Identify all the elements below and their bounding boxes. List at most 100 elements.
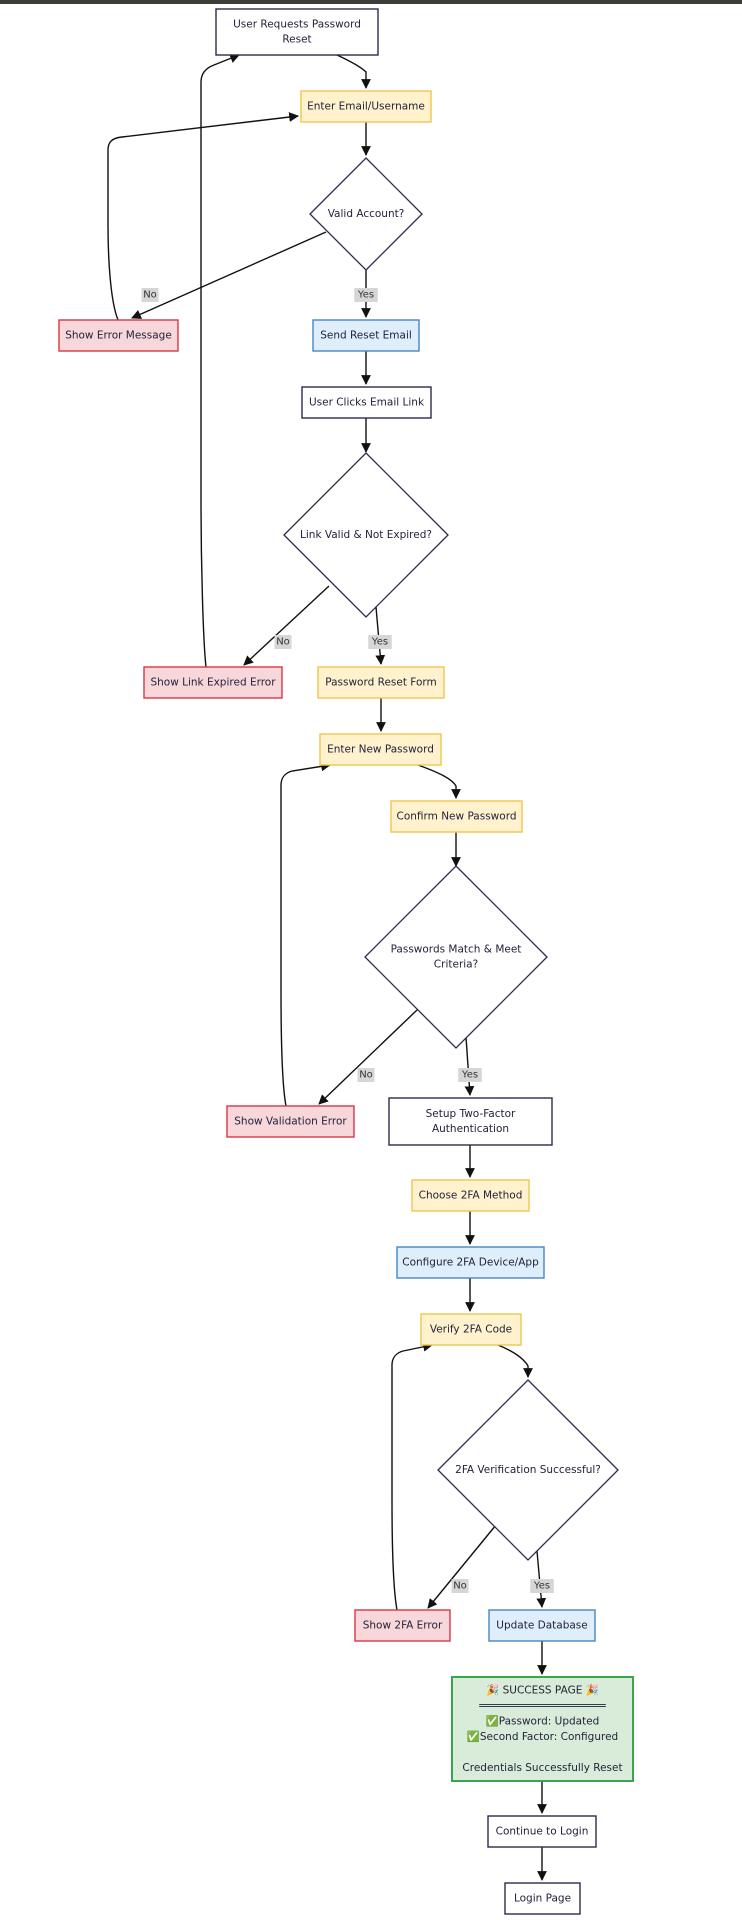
node-clicks-link: User Clicks Email Link — [301, 386, 432, 419]
node-shape — [312, 319, 420, 352]
node-link-expired: Show Link Expired Error — [143, 666, 283, 699]
node-label: ════════════════════ — [478, 1700, 606, 1712]
node-shape — [58, 319, 179, 352]
node-error-2fa: Show 2FA Error — [354, 1609, 451, 1642]
node-show-error: Show Error Message — [58, 319, 179, 352]
svg-text:No: No — [143, 290, 157, 301]
node-valid-account: Valid Account? — [309, 157, 423, 271]
node-shape — [420, 1313, 522, 1346]
node-update-db: Update Database — [488, 1609, 596, 1642]
node-label: Show Error Message — [65, 330, 172, 342]
node-label: Send Reset Email — [320, 330, 412, 342]
edge-label-no-link: No — [274, 635, 292, 649]
node-shape — [504, 1882, 581, 1915]
edge-label-yes-passwords: Yes — [458, 1068, 482, 1082]
edge-link-expired-to-request — [200, 53, 240, 668]
node-confirm-password: Confirm New Password — [390, 800, 523, 833]
node-continue-login: Continue to Login — [487, 1815, 597, 1848]
svg-text:Yes: Yes — [533, 1581, 550, 1592]
node-shape — [317, 666, 445, 699]
node-choose-2fa: Choose 2FA Method — [411, 1179, 530, 1212]
node-label: 2FA Verification Successful? — [455, 1464, 601, 1476]
edge-label-yes-link: Yes — [368, 635, 392, 649]
edge-verification-no — [427, 1524, 497, 1609]
node-send-email: Send Reset Email — [312, 319, 420, 352]
node-label: Enter Email/Username — [307, 101, 425, 113]
node-enter-password: Enter New Password — [319, 733, 442, 766]
node-shape — [487, 1815, 597, 1848]
node-shape — [226, 1105, 355, 1138]
node-enter-email: Enter Email/Username — [300, 90, 432, 123]
node-login-page: Login Page — [504, 1882, 581, 1915]
decision-shape — [437, 1379, 619, 1561]
node-label: Setup Two-Factor — [426, 1108, 516, 1120]
node-shape — [301, 386, 432, 419]
edge-enter-password-to-confirm — [417, 764, 461, 799]
node-label: Confirm New Password — [396, 811, 516, 823]
edge-verify-to-verification-ok — [497, 1344, 533, 1378]
node-label: Continue to Login — [496, 1826, 589, 1838]
node-label: Criteria? — [434, 959, 478, 971]
node-validation-error: Show Validation Error — [226, 1105, 355, 1138]
node-shape — [143, 666, 283, 699]
node-shape — [411, 1179, 530, 1212]
node-label: User Clicks Email Link — [309, 397, 425, 409]
node-shape — [388, 1097, 553, 1146]
node-configure-2fa: Configure 2FA Device/App — [396, 1246, 545, 1279]
svg-text:Yes: Yes — [371, 637, 388, 648]
node-label: Authentication — [432, 1123, 509, 1135]
node-shape — [319, 733, 442, 766]
node-label: Reset — [282, 34, 311, 46]
edge-request-to-enter-email — [336, 54, 371, 89]
node-label: Login Page — [514, 1893, 571, 1905]
edge-link-valid-no — [243, 585, 330, 666]
decision-shape — [364, 865, 548, 1049]
node-label: Valid Account? — [328, 208, 405, 220]
edge-valid-account-no — [131, 231, 327, 319]
edge-validation-error-to-enter-password — [280, 761, 331, 1107]
node-label: Credentials Successfully Reset — [462, 1762, 622, 1774]
node-label: ✅Second Factor: Configured — [467, 1730, 618, 1743]
svg-text:No: No — [359, 1070, 373, 1081]
node-label: Enter New Password — [327, 744, 434, 756]
edge-label-no-account: No — [141, 288, 159, 302]
node-label: User Requests Password — [233, 19, 361, 31]
edge-label-no-2fa: No — [451, 1579, 469, 1593]
node-label: Configure 2FA Device/App — [402, 1257, 539, 1269]
node-label: Show 2FA Error — [363, 1620, 443, 1632]
decision-shape — [283, 452, 449, 618]
decision-shape — [309, 157, 423, 271]
node-verify-code: Verify 2FA Code — [420, 1313, 522, 1346]
node-label: 🎉 SUCCESS PAGE 🎉 — [486, 1683, 599, 1696]
node-shape — [396, 1246, 545, 1279]
node-label: Show Link Expired Error — [150, 677, 276, 689]
node-shape — [488, 1609, 596, 1642]
edge-label-yes-2fa: Yes — [530, 1579, 554, 1593]
node-label: Password Reset Form — [325, 677, 437, 689]
node-shape — [300, 90, 432, 123]
node-reset-form: Password Reset Form — [317, 666, 445, 699]
window-top-bar — [0, 0, 742, 4]
edge-2fa-error-to-verify — [391, 1341, 433, 1611]
edge-passwords-match-yes — [464, 1036, 475, 1096]
node-link-valid: Link Valid & Not Expired? — [283, 452, 449, 618]
svg-text:No: No — [453, 1581, 467, 1592]
node-verification-ok: 2FA Verification Successful? — [437, 1379, 619, 1561]
node-shape — [354, 1609, 451, 1642]
node-success: 🎉 SUCCESS PAGE 🎉 ════════════════════ ✅Pas… — [451, 1676, 634, 1782]
node-shape — [390, 800, 523, 833]
node-label: Passwords Match & Meet — [391, 944, 522, 956]
node-shape — [451, 1676, 634, 1782]
node-label: Link Valid & Not Expired? — [300, 529, 432, 541]
svg-text:No: No — [276, 637, 290, 648]
node-label: Choose 2FA Method — [419, 1190, 523, 1202]
node-label: ✅Password: Updated — [486, 1714, 600, 1727]
edge-show-error-to-enter-email — [107, 112, 299, 321]
node-label: Update Database — [496, 1620, 587, 1632]
node-label: Show Validation Error — [234, 1116, 347, 1128]
edge-passwords-match-no — [318, 1009, 418, 1105]
